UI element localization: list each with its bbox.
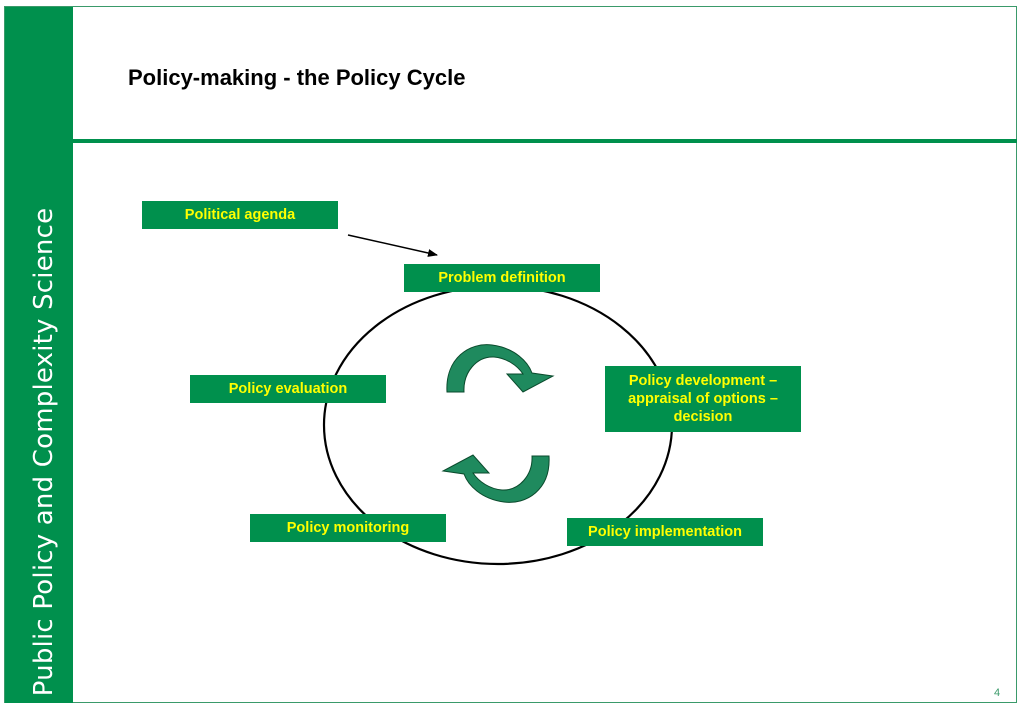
slide-frame [4, 6, 1017, 703]
policy-monitoring-box: Policy monitoring [250, 514, 446, 542]
title-divider [73, 139, 1017, 143]
political-agenda-box: Political agenda [142, 201, 338, 229]
clockwise-arrow-icon [446, 344, 555, 393]
problem-definition-box: Problem definition [404, 264, 600, 292]
policy-development-box: Policy development – appraisal of option… [605, 366, 801, 432]
policy-evaluation-box: Policy evaluation [190, 375, 386, 403]
sidebar: Public Policy and Complexity Science [5, 7, 73, 703]
counterclockwise-arrow-icon [441, 454, 550, 503]
page-number: 4 [994, 687, 1001, 699]
page-title: Policy-making - the Policy Cycle [128, 65, 466, 90]
agenda-arrow [347, 234, 438, 257]
policy-implementation-box: Policy implementation [567, 518, 763, 546]
